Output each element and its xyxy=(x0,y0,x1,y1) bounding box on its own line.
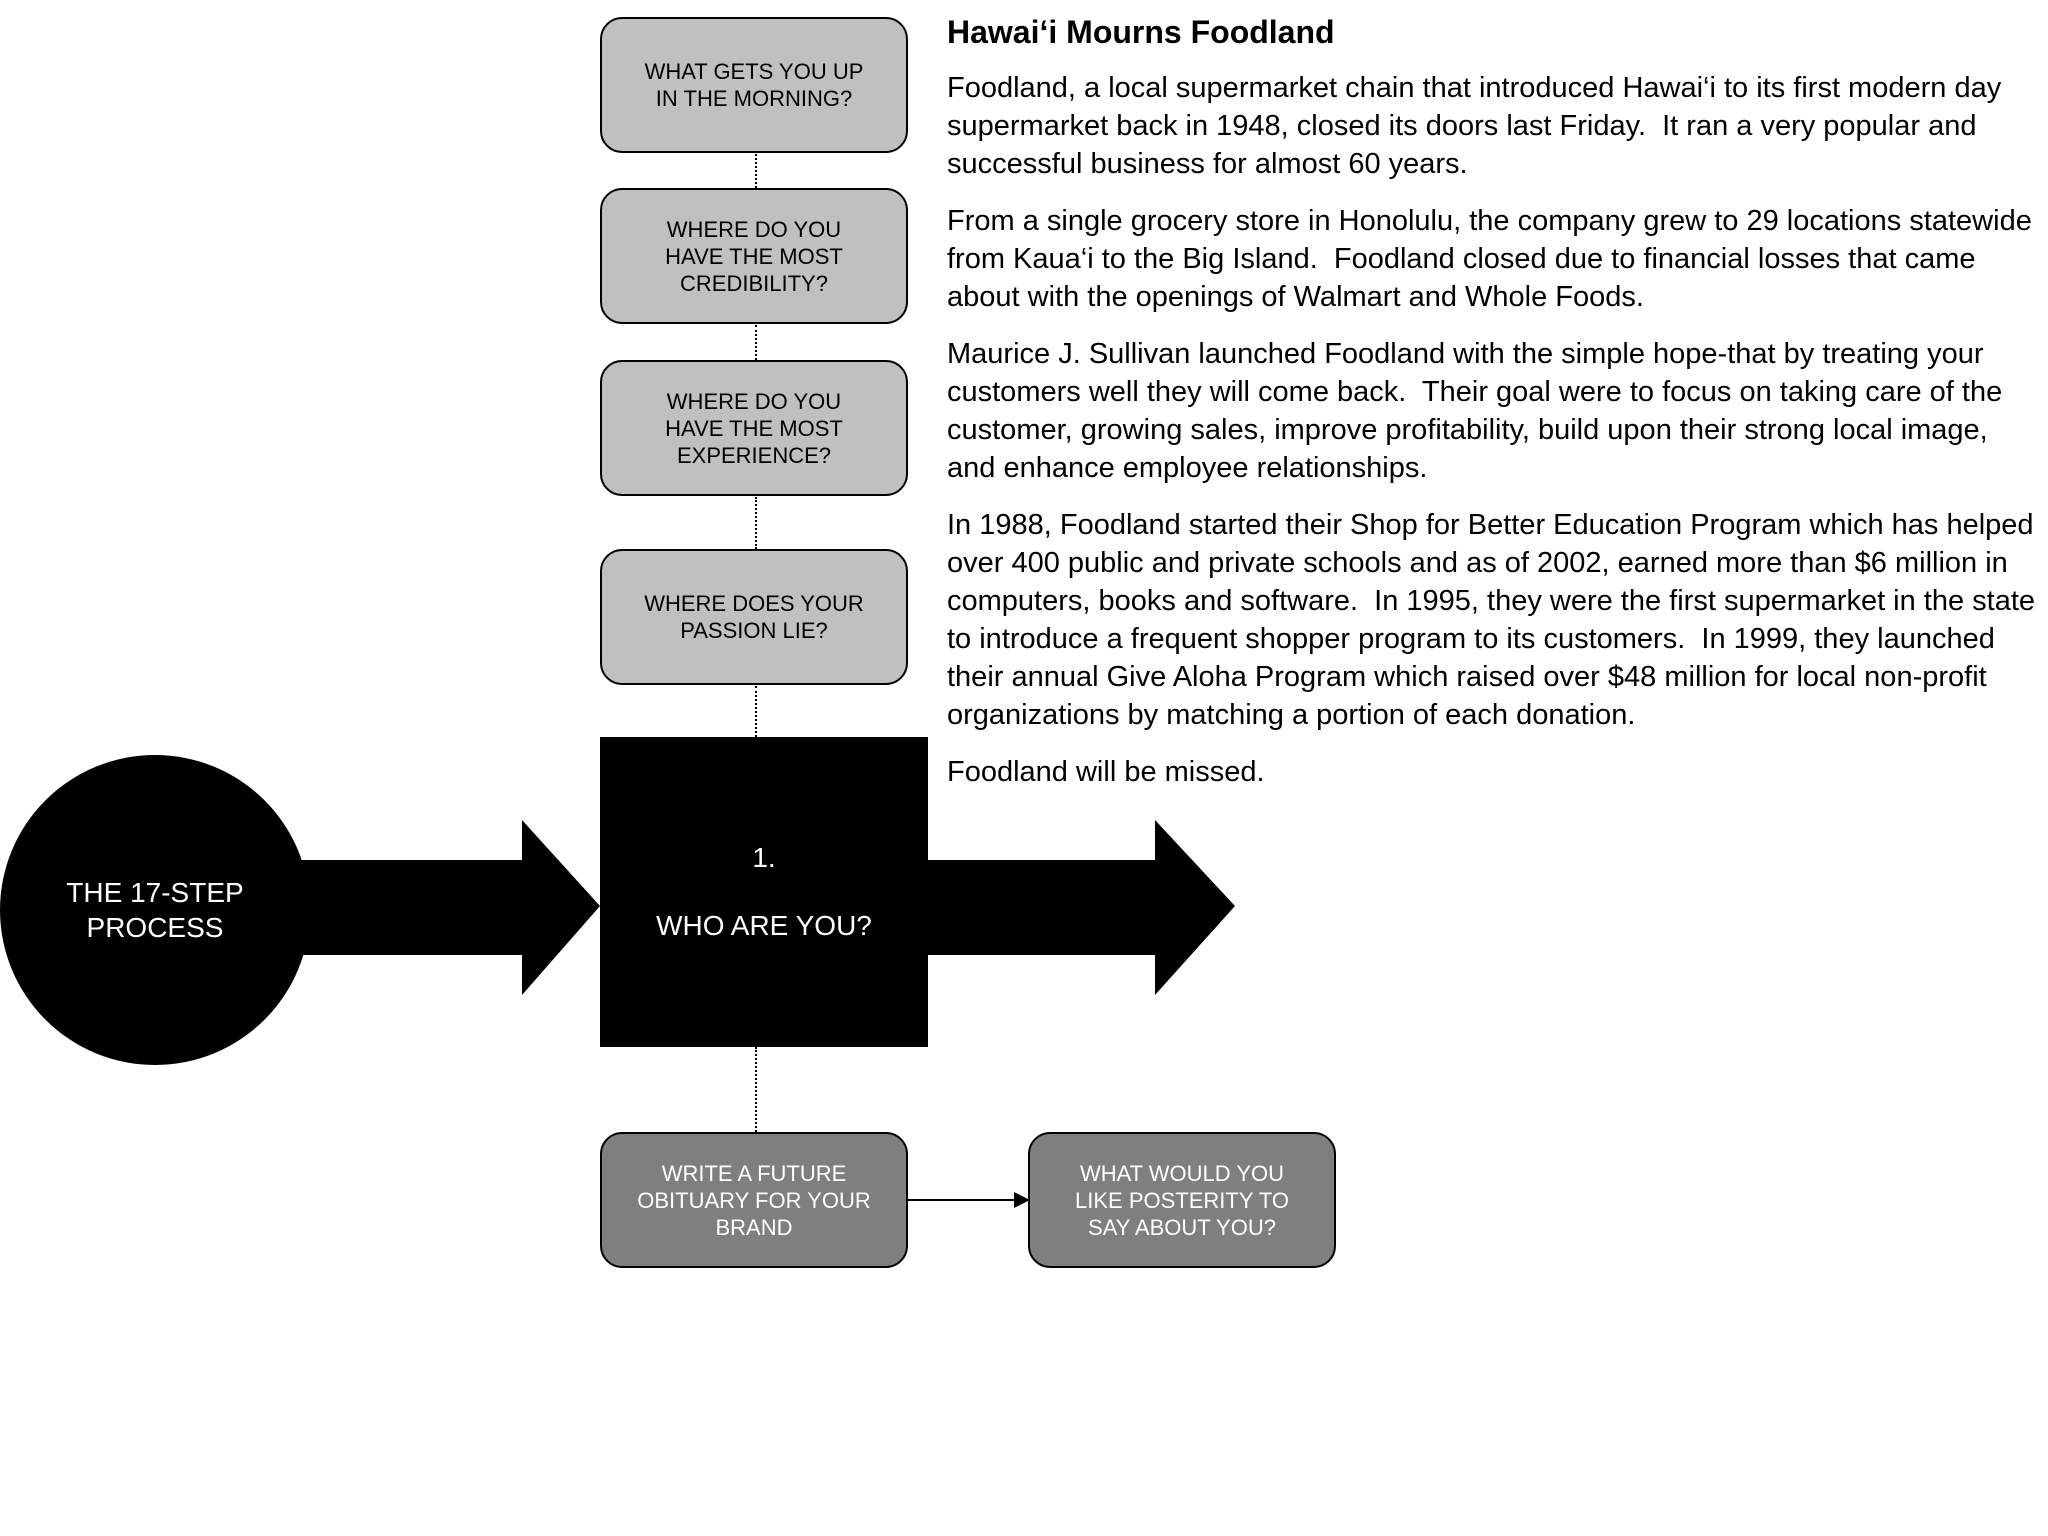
article-title: Hawai‘i Mourns Foodland xyxy=(947,14,1335,50)
step-1-box: 1. WHO ARE YOU? xyxy=(600,737,928,1047)
article-paragraph: From a single grocery store in Honolulu,… xyxy=(947,205,2040,313)
article-paragraph: Foodland, a local supermarket chain that… xyxy=(947,72,2010,180)
connector-q3-q4 xyxy=(755,497,757,549)
article-paragraph: Maurice J. Sullivan launched Foodland wi… xyxy=(947,338,2011,484)
connector-q2-q3 xyxy=(755,325,757,360)
question-box-experience: WHERE DO YOU HAVE THE MOST EXPERIENCE? xyxy=(600,360,908,496)
step-number: 1. xyxy=(752,842,776,873)
connector-q4-step xyxy=(755,686,757,737)
connector-q1-q2 xyxy=(755,154,757,188)
exercise-box-posterity: WHAT WOULD YOU LIKE POSTERITY TO SAY ABO… xyxy=(1028,1132,1336,1268)
obituary-article: Hawai‘i Mourns Foodland Foodland, a loca… xyxy=(947,12,2042,810)
exercise-connector-arrowhead xyxy=(1014,1192,1030,1208)
process-start-label: THE 17-STEP PROCESS xyxy=(66,877,244,943)
article-paragraph: Foodland will be missed. xyxy=(947,756,1265,788)
step-label: WHO ARE YOU? xyxy=(656,910,872,941)
question-box-credibility: WHERE DO YOU HAVE THE MOST CREDIBILITY? xyxy=(600,188,908,324)
process-start-circle: THE 17-STEP PROCESS xyxy=(0,755,310,1065)
question-box-morning: WHAT GETS YOU UP IN THE MORNING? xyxy=(600,17,908,153)
exercise-box-obituary: WRITE A FUTURE OBITUARY FOR YOUR BRAND xyxy=(600,1132,908,1268)
article-paragraph: In 1988, Foodland started their Shop for… xyxy=(947,509,2044,731)
arrow-from-step xyxy=(926,820,1235,995)
arrow-to-step xyxy=(290,820,600,995)
question-box-passion: WHERE DOES YOUR PASSION LIE? xyxy=(600,549,908,685)
connector-step-exercise xyxy=(755,1047,757,1132)
